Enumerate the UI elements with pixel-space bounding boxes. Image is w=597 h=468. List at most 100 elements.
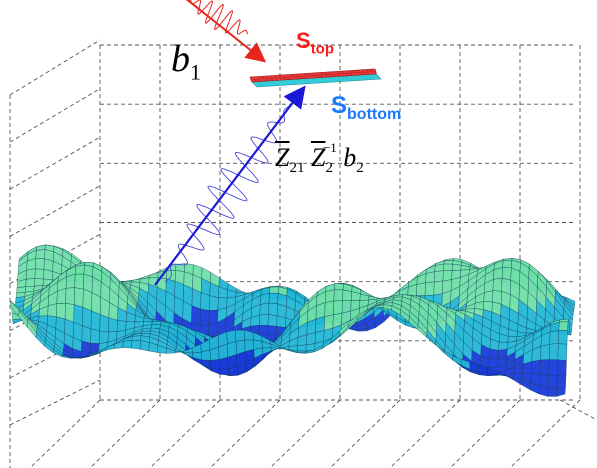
surface-cell [199, 308, 210, 326]
surface-cell [25, 278, 36, 287]
rough-surface [9, 244, 576, 397]
surface-cell [424, 281, 435, 296]
surface-cell [131, 340, 141, 350]
grid-line-left-0 [9, 39, 101, 96]
incident-symbol: b [171, 38, 190, 80]
surface-cell [131, 335, 142, 341]
surface-cell [296, 344, 307, 352]
surface-cell [191, 305, 201, 326]
grid-line-left-7 [9, 379, 101, 426]
surface-cell [36, 244, 46, 251]
grid-line-floor-6 [389, 399, 461, 468]
formula-z2-power: −1 [322, 140, 337, 156]
grid-line-left-2 [9, 136, 101, 190]
surface-cell [334, 283, 344, 291]
surface-cell [82, 307, 92, 330]
top-surface-label: Stop [296, 28, 334, 57]
surface-cell [235, 329, 245, 342]
surface-cell [267, 325, 277, 335]
surface-cell [434, 270, 444, 283]
bottom-surface-label: Sbottom [331, 94, 401, 123]
grid-line-floor-4 [269, 399, 341, 468]
surface-cell [219, 368, 229, 376]
surface-cell [226, 329, 237, 345]
surface-cell [540, 343, 550, 361]
surface-cell [81, 325, 92, 344]
surface-cell [35, 249, 46, 259]
surface-cell [315, 316, 325, 333]
surface-cell [259, 302, 270, 316]
incident-wave [189, 0, 249, 35]
axes-grid [9, 39, 597, 468]
reflected-ray-arrow [154, 85, 306, 286]
waves-and-rays [154, 0, 306, 286]
surface-cell [333, 289, 344, 302]
surface-cell [139, 340, 150, 352]
surface-cell [122, 340, 133, 349]
surface-cell [65, 287, 75, 305]
surface-cell [99, 330, 109, 344]
surface-cell [43, 258, 54, 272]
surface-cell [74, 287, 84, 308]
bottom-surface-subscript: bottom [347, 105, 402, 123]
top-surface-symbol: S [296, 28, 311, 53]
surface-cell [75, 264, 85, 275]
surface-cell [268, 292, 279, 305]
surface-cell [269, 286, 279, 294]
surface-cell [16, 286, 26, 294]
formula-b-index: 2 [356, 160, 364, 177]
surface-cell [148, 272, 159, 279]
surface-cell [443, 260, 454, 265]
slab-hatch [250, 71, 376, 80]
surface-cell [90, 310, 101, 332]
surface-cell [81, 340, 91, 353]
formula-z1: Z [275, 143, 290, 172]
surface-cell [547, 387, 558, 397]
surface-cell [108, 317, 118, 333]
surface-cell [531, 359, 541, 375]
surface-cell [489, 348, 499, 360]
surface-cell [557, 359, 567, 377]
surface-mesh [9, 244, 576, 397]
surface-cell [34, 278, 44, 287]
surface-cell [209, 295, 219, 311]
surface-cell [443, 263, 453, 271]
surface-cell [43, 269, 53, 281]
surface-cell [488, 358, 499, 368]
surface-cell [451, 263, 462, 271]
surface-cell [276, 303, 287, 319]
surface-cell [416, 282, 426, 296]
surface-cell [295, 351, 306, 354]
surface-cell [151, 321, 162, 325]
surface-cell [244, 339, 254, 352]
surface-cell [200, 292, 210, 311]
grid-line-left-1 [9, 88, 101, 143]
surface-cell [306, 332, 316, 346]
incident-ray-arrow [185, 0, 267, 63]
surface-cell [433, 280, 444, 296]
surface-cell [498, 341, 508, 351]
grid-line-left-3 [9, 185, 101, 237]
surface-cell [548, 359, 559, 377]
surface-cell [25, 268, 36, 280]
surface-cell [342, 289, 352, 301]
slab-hatch [374, 68, 378, 75]
surface-cell [259, 314, 269, 326]
surface-cell [539, 373, 549, 389]
surface-cell [90, 328, 100, 344]
surface-cell [183, 352, 194, 358]
surface-cell [548, 343, 559, 361]
surface-cell [557, 343, 568, 361]
surface-cell [442, 270, 453, 282]
surface-cell [425, 271, 435, 284]
grid-edge-right [559, 399, 597, 421]
grid-line-floor-5 [329, 399, 401, 468]
surface-cell [74, 273, 85, 290]
grid-line-floor-2 [149, 399, 221, 468]
surface-cell [47, 303, 58, 317]
surface-cell [82, 288, 93, 312]
surface-cell [501, 267, 512, 281]
reflection-formula: Z21 Z2−1 b2 [275, 141, 364, 177]
incident-index: 1 [190, 59, 201, 85]
